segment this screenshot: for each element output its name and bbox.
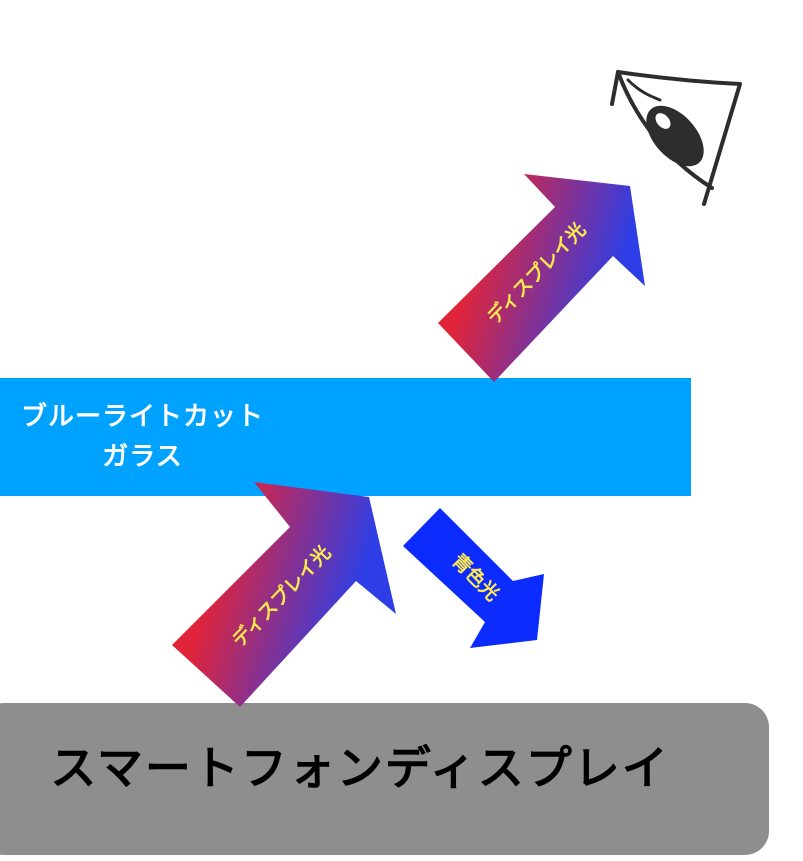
blue-light-cut-glass — [0, 378, 691, 496]
lower-display-light-arrow: ディスプレイ光 — [172, 482, 396, 707]
glass-label-line1: ブルーライトカット — [20, 402, 264, 432]
blue-light-arrow: 青色光 — [403, 508, 544, 648]
upper-display-light-arrow: ディスプレイ光 — [438, 174, 645, 382]
display-label: スマートフォンディスプレイ — [50, 741, 670, 795]
smartphone-display — [0, 703, 769, 855]
eye-icon — [610, 70, 742, 206]
glass-label-line2: ガラス — [102, 442, 183, 472]
glass-label: ブルーライトカット ガラス — [0, 397, 285, 477]
